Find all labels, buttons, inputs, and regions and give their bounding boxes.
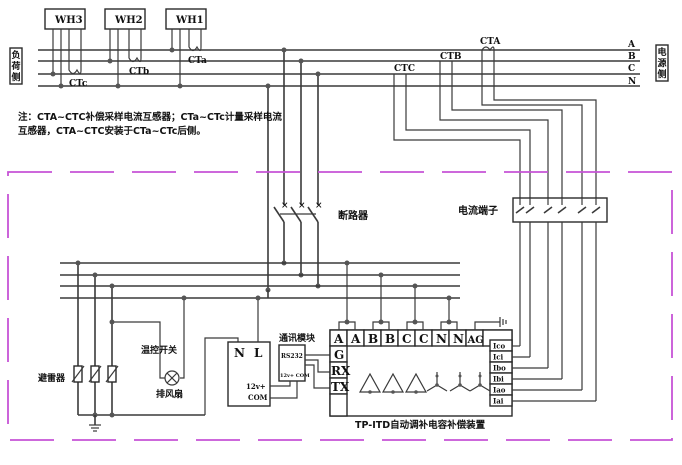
thermo-switch-label: 温控开关	[141, 344, 177, 356]
bus-label-b: B	[628, 52, 636, 62]
terminal-link	[557, 206, 567, 214]
meter-wh2-label: WH2	[114, 15, 143, 26]
meter-wh3: WH3 CTc	[44, 8, 88, 89]
circuit-breaker: × × ×	[265, 201, 323, 293]
bus-label-a: A	[627, 40, 636, 50]
top-terminal-label: AG	[467, 335, 484, 346]
psu-l-label: L	[254, 346, 263, 360]
load-side-box	[9, 47, 23, 85]
breaker-label: 断路器	[338, 209, 369, 222]
comm-module: RS232 12v+ COM	[270, 344, 331, 399]
star-capacitor-icon	[426, 372, 448, 392]
ct-b-label: CTb	[129, 67, 149, 77]
left-terminal-label: TX	[331, 380, 350, 394]
right-terminal-label: Ici	[493, 353, 504, 362]
right-terminal-label: Ico	[493, 342, 506, 351]
terminal-link	[515, 206, 525, 214]
psu-12v-label: 12v+	[246, 382, 266, 391]
fan-label: 排风扇	[156, 388, 183, 400]
terminal-link	[525, 206, 535, 214]
meter-wh2: WH2 CTb	[104, 8, 149, 89]
ct-c-label: CTc	[69, 79, 88, 89]
svg-text:×: ×	[281, 201, 289, 211]
left-terminal-label: RX	[331, 364, 351, 378]
fan-circuit	[109, 295, 239, 415]
current-terminal-block	[512, 197, 608, 401]
ct-a-label: CTa	[188, 56, 207, 66]
terminal-link	[543, 206, 553, 214]
meter-wh1-label: WH1	[175, 15, 204, 26]
right-terminal-label: Ibi	[493, 375, 504, 384]
arrester-label: 避雷器	[38, 372, 66, 384]
ct-C-label: CTC	[394, 64, 415, 74]
right-terminal-label: Iai	[493, 397, 504, 406]
left-terminal-label: G	[334, 348, 344, 362]
rs232-label: RS232	[281, 353, 303, 360]
grid-side-label: 电源侧	[658, 46, 667, 80]
load-side-label: 负荷侧	[11, 49, 21, 83]
meter-wh1: WH1 CTa	[165, 8, 207, 89]
right-terminal-label: Ibo	[493, 364, 506, 373]
top-terminal-label: C	[402, 332, 412, 346]
terminal-link	[577, 206, 587, 214]
terminal-link	[591, 206, 601, 214]
annotation-note: 注：CTA~CTC补偿采样电流互感器；CTa~CTc计量采样电流互感器，CTA~…	[18, 112, 282, 137]
cabinet-enclosure	[7, 171, 673, 441]
psu-n-label: N	[234, 346, 245, 360]
star-capacitor-icon	[449, 372, 471, 392]
star-capacitor-icon	[469, 372, 491, 392]
top-terminal-label: N	[453, 332, 464, 346]
device-title: TP-ITD自动调补电容补偿装置	[355, 419, 486, 431]
top-terminal-label: B	[368, 332, 378, 346]
grid-side-box	[655, 44, 669, 82]
top-terminal-label: N	[436, 332, 447, 346]
cabinet-busbars	[60, 262, 460, 299]
comm-module-title: 通讯模块	[279, 332, 316, 344]
surge-arresters	[71, 260, 205, 432]
power-supply-module: N L 12v+ COM	[227, 295, 271, 407]
terminal-label: 电流端子	[458, 204, 498, 217]
bus-taps	[265, 47, 321, 290]
top-terminal-label: B	[385, 332, 395, 346]
top-terminal-label: A	[350, 332, 361, 346]
svg-text:×: ×	[298, 201, 306, 211]
top-terminal-label: C	[419, 332, 429, 346]
top-terminal-label: A	[333, 332, 344, 346]
bus-label-c: C	[628, 64, 635, 74]
comm-pins-label: 12v+ COM	[280, 373, 310, 379]
ct-B-label: CTB	[440, 52, 462, 62]
right-terminal-label: Iao	[493, 386, 506, 395]
svg-text:×: ×	[315, 201, 323, 211]
bus-label-n: N	[628, 77, 636, 87]
psu-com-label: COM	[248, 393, 268, 402]
compensation-cts: CTC CTB CTA	[393, 37, 597, 205]
ct-A-label: CTA	[480, 37, 501, 47]
meter-wh3-label: WH3	[54, 15, 83, 26]
